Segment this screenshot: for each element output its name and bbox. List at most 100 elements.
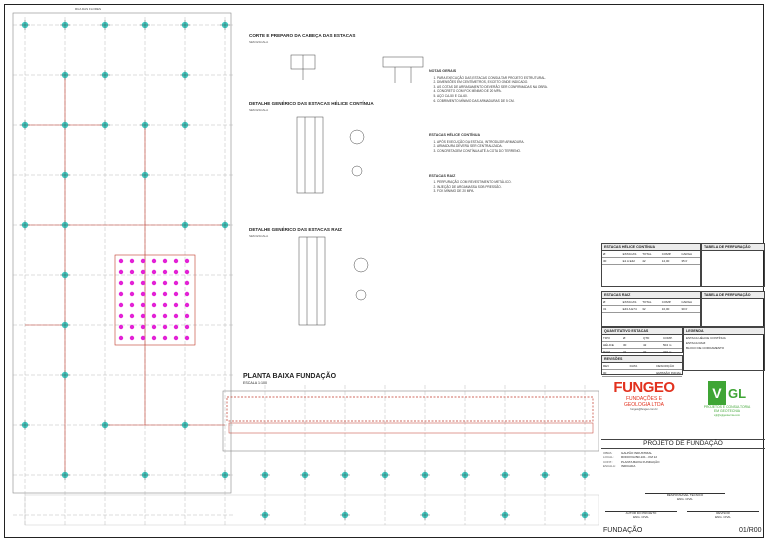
table-cell: 30 tf [681, 307, 688, 311]
table-cell: 30 [623, 343, 627, 347]
vgl-mark-v: V [707, 381, 726, 405]
raiz-pile [151, 313, 157, 319]
raiz-pile [151, 269, 157, 275]
raiz-pile [118, 335, 124, 341]
raiz-pile [118, 302, 124, 308]
vgl-mark-gl: GL [727, 385, 747, 401]
raiz-pile [118, 258, 124, 264]
detail-title-raiz: DETALHE GENÉRICO DAS ESTACAS RAIZ [249, 227, 342, 232]
raiz-pile-block [114, 254, 196, 346]
helice-pile [100, 420, 110, 430]
raiz-pile [173, 269, 179, 275]
table-header-cell: CARGA [681, 252, 693, 256]
helice-pile [420, 470, 430, 480]
raiz-pile [129, 335, 135, 341]
table-cell: 31 [603, 307, 607, 311]
helice-pile [60, 270, 70, 280]
notes-section2-list: APÓS EXECUÇÃO DA ESTACA, INTRODUZIR ARMA… [429, 140, 599, 154]
raiz-pile [162, 335, 168, 341]
helice-pile [340, 510, 350, 520]
raiz-pile [151, 324, 157, 330]
helice-pile [60, 170, 70, 180]
helice-pile [20, 20, 30, 30]
raiz-pile [173, 258, 179, 264]
raiz-pile [140, 258, 146, 264]
legend-item: ESTACA RAIZ [686, 341, 706, 345]
helice-pile [260, 470, 270, 480]
signature-reviewer: REVISOR ENG. CIVIL [687, 511, 759, 519]
raiz-pile [118, 324, 124, 330]
signature-author: AUTOR DO PROJETO ENG. CIVIL [605, 511, 677, 519]
note-item: PARA EXECUÇÃO DAS ESTACAS CONSULTAR PROJ… [437, 76, 599, 81]
helice-pile [100, 20, 110, 30]
raiz-pile [184, 258, 190, 264]
table-header-cell: DESCRIÇÃO [656, 364, 675, 368]
table-quant-title: QUANTITATIVO ESTACAS [602, 328, 682, 335]
helice-pile [60, 320, 70, 330]
vgl-line1: PROJETOS E CONSULTORIA [703, 405, 751, 409]
raiz-pile [173, 302, 179, 308]
plan-title: PLANTA BAIXA FUNDAÇÃO [243, 373, 337, 380]
raiz-pile [184, 313, 190, 319]
helice-pile-detail [296, 116, 365, 194]
table-raiz-title: ESTACAS RAIZ [602, 292, 700, 299]
raiz-pile [151, 291, 157, 297]
vgl-mark: V GL [705, 381, 749, 405]
table-header-cell: DATA [629, 364, 638, 368]
street-label: RUA DAS FLORES [75, 7, 102, 11]
helice-pile [340, 470, 350, 480]
helice-pile [220, 20, 230, 30]
grade-beam-strip [226, 396, 594, 422]
table-header-cell: COMP. [661, 252, 672, 256]
raiz-pile [162, 324, 168, 330]
detail-sub-raiz: SEM ESCALA [249, 234, 269, 238]
table-raiz-subtitle: TABELA DE PERFURAÇÃO [702, 292, 764, 299]
table-header-cell: Ø [603, 252, 606, 256]
detail-sub-corte: SEM ESCALA [249, 40, 269, 44]
note-item: AS COTAS DE ARRASAMENTO DEVERÃO SER CONF… [437, 85, 599, 90]
table-cell: 32 [642, 307, 646, 311]
raiz-pile [162, 302, 168, 308]
table-header-cell: COMP. [663, 336, 673, 340]
helice-pile [260, 510, 270, 520]
sheet-name: FUNDAÇÃO [603, 527, 643, 534]
note-item: AÇO CA-50 E CA-60. [437, 94, 599, 99]
table-header-cell: TOTAL [642, 252, 652, 256]
raiz-pile [140, 280, 146, 286]
sheet-number: 01/R00 [739, 527, 762, 534]
raiz-pile [184, 269, 190, 275]
raiz-pile [129, 280, 135, 286]
note-item: INJEÇÃO DE ARGAMASSA SOB PRESSÃO. [437, 185, 599, 190]
helice-pile [500, 510, 510, 520]
table-header-cell: Ø [623, 336, 626, 340]
table-cell: 42 [642, 259, 646, 263]
raiz-pile [151, 302, 157, 308]
grade-beam-strip-lower [228, 422, 594, 434]
signature-line [605, 511, 677, 512]
helice-pile [60, 70, 70, 80]
fungeo-line1: FUNDAÇÕES E [625, 396, 663, 402]
signature-name: REVISOR [716, 511, 730, 515]
plan-scale: ESCALA 1:100 [243, 381, 267, 385]
foundation-plan-area: RUA DAS FLORES [5, 5, 599, 535]
raiz-pile [118, 269, 124, 275]
notes-section3-title: ESTACAS RAIZ [429, 173, 456, 178]
fungeo-logo: FUNGEO FUNDAÇÕES E GEOLOGIA LTDA fungeo@… [603, 379, 685, 437]
helice-pile [140, 170, 150, 180]
fungeo-contact: fungeo@fungeo.com.br [630, 408, 658, 411]
table-header-cell: ESTACAS [622, 300, 637, 304]
helice-pile [60, 470, 70, 480]
vgl-line2: EM GEOTECNIA [714, 409, 740, 414]
fungeo-line2: GEOLOGIA LTDA [624, 402, 664, 408]
signature-role: ENG. CIVIL [677, 496, 693, 501]
raiz-pile-detail [298, 236, 369, 326]
